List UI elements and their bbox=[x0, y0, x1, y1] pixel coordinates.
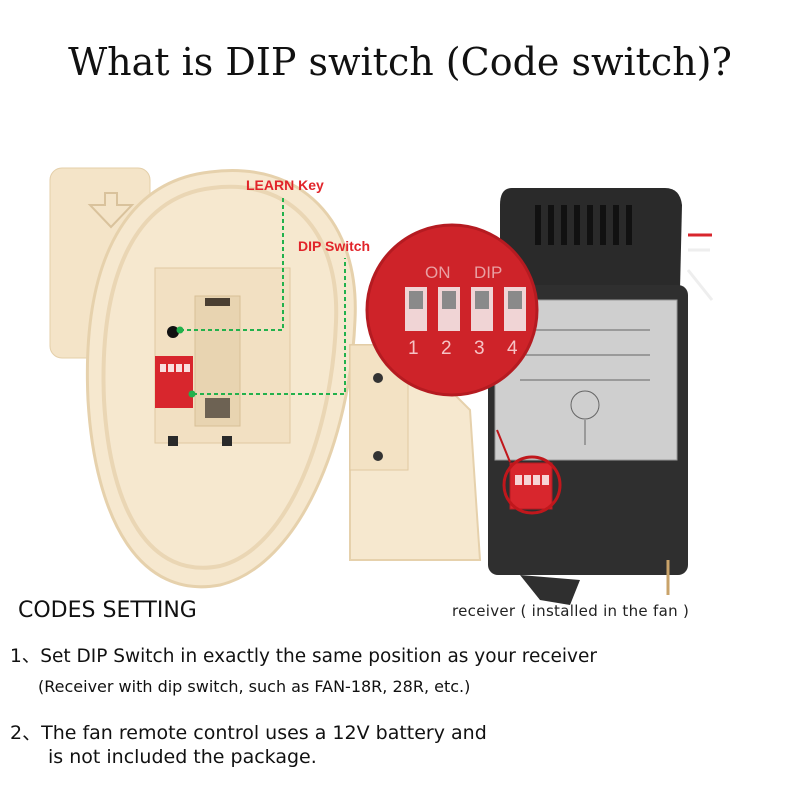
zoom-on-label: ON bbox=[425, 263, 451, 282]
step-2: 2、The fan remote control uses a 12V batt… bbox=[10, 722, 487, 744]
zoom-switch-number: 2 bbox=[441, 338, 452, 359]
cover-arrow-icon bbox=[87, 192, 135, 229]
dip-switch-marker bbox=[188, 390, 196, 398]
page-title: What is DIP switch (Code switch)? bbox=[68, 40, 732, 84]
codes-setting-heading: CODES SETTING bbox=[18, 598, 197, 623]
receiver-vents bbox=[535, 205, 632, 245]
battery-contact bbox=[205, 298, 230, 306]
receiver-dip-highlight bbox=[502, 455, 562, 515]
compartment-clip-right bbox=[222, 436, 232, 446]
step-1: 1、Set DIP Switch in exactly the same pos… bbox=[10, 646, 597, 667]
zoom-dip-label: DIP bbox=[474, 263, 502, 282]
compartment-clip-left bbox=[168, 436, 178, 446]
receiver-bottom bbox=[520, 575, 580, 605]
zoom-dip-toggles bbox=[405, 287, 526, 331]
screw-hole-top bbox=[373, 373, 383, 383]
screw-hole-bottom bbox=[373, 451, 383, 461]
remote-dip-switch bbox=[155, 356, 193, 408]
learn-key bbox=[167, 326, 179, 338]
wiring-diagram bbox=[520, 329, 650, 445]
zoom-switch-number: 1 bbox=[408, 338, 419, 359]
step-1-note: (Receiver with dip switch, such as FAN-1… bbox=[38, 677, 471, 696]
dip-switch-callout bbox=[193, 258, 346, 395]
dip-switch-label: DIP Switch bbox=[298, 238, 371, 254]
zoom-callout-line bbox=[496, 429, 511, 463]
step-2-continued: is not included the package. bbox=[48, 746, 317, 768]
learn-key-callout bbox=[180, 195, 284, 331]
zoom-switch-number: 3 bbox=[474, 338, 485, 359]
remote-rim bbox=[101, 184, 339, 570]
receiver-caption: receiver ( installed in the fan ) bbox=[452, 602, 690, 620]
battery-spring bbox=[205, 398, 230, 418]
learn-key-label: LEARN Key bbox=[246, 177, 324, 193]
zoom-switch-number: 4 bbox=[507, 338, 518, 359]
receiver-dip-switch bbox=[509, 462, 553, 510]
receiver-wires bbox=[686, 248, 714, 301]
